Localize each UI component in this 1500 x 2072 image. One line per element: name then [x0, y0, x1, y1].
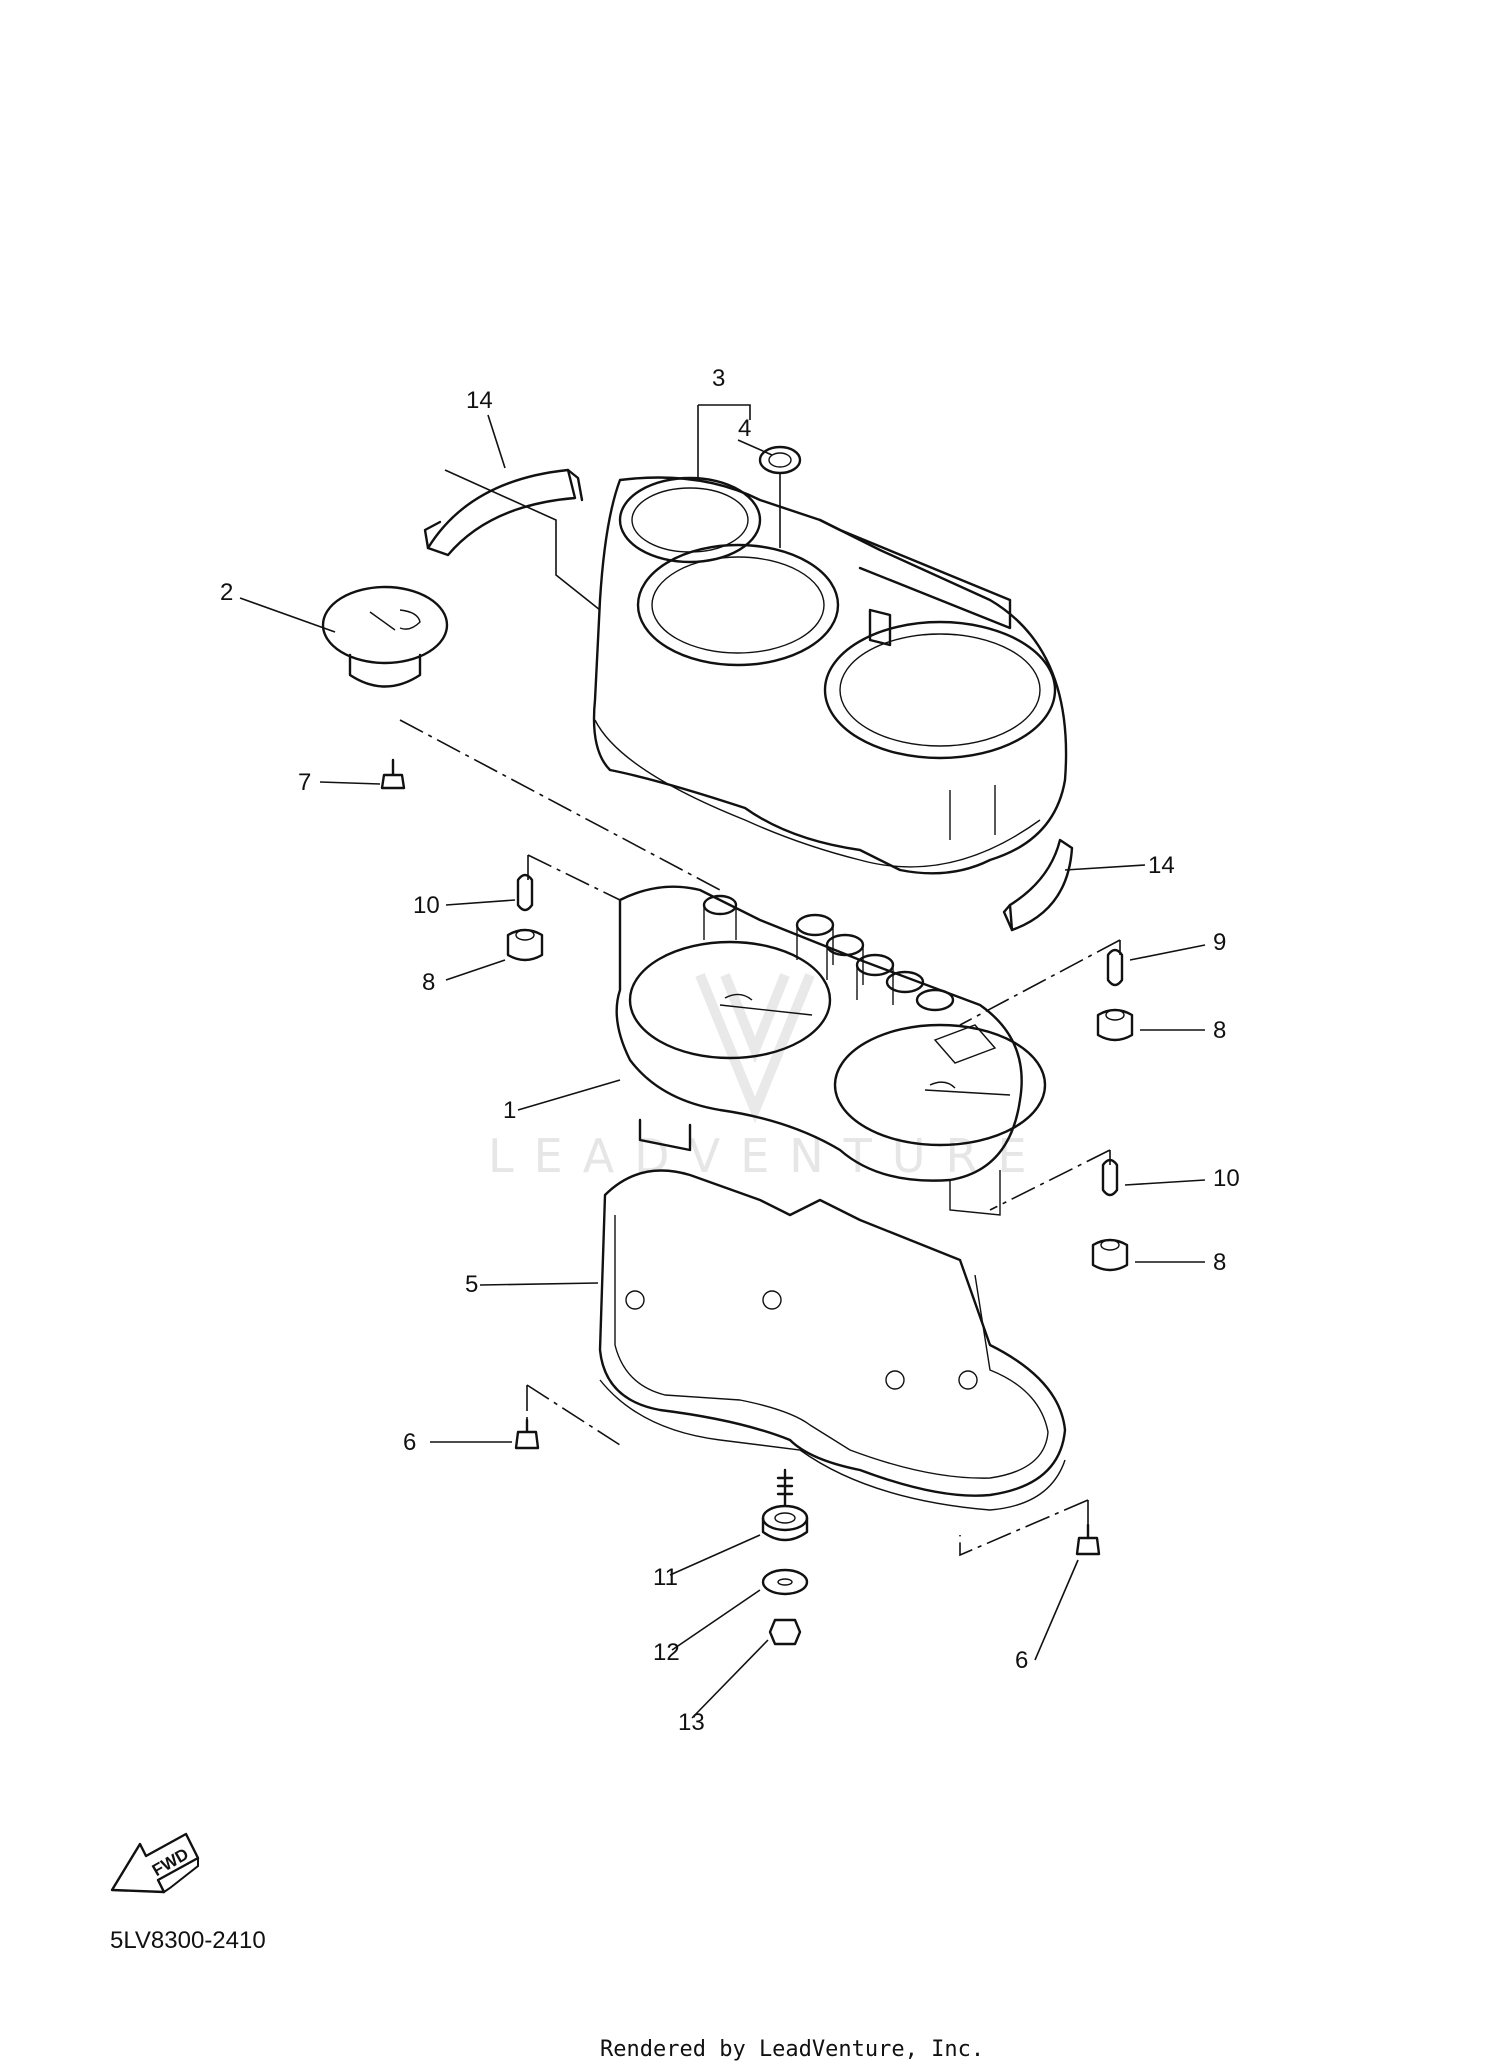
- callout-part-11: 11: [653, 1564, 678, 1591]
- part-6-screw-right: [1075, 1523, 1101, 1556]
- callout-part-10-left: 10: [413, 892, 440, 919]
- part-8-grommet-right-lower: [1091, 1238, 1129, 1272]
- part-14-upper-bracket: [423, 468, 584, 557]
- part-13-nut: [768, 1618, 802, 1646]
- callout-part-9: 9: [1213, 929, 1226, 956]
- part-7-screw: [380, 758, 406, 790]
- part-4-ring: [758, 445, 802, 475]
- callout-part-8-right-upper: 8: [1213, 1017, 1226, 1044]
- part-10-bulb-right: [1101, 1158, 1119, 1197]
- part-2-socket: [321, 585, 449, 688]
- indicator-bulbs: [795, 913, 955, 1012]
- watermark-logo: LEADVENTURE: [488, 973, 1047, 1183]
- part-14-lower-bracket: [1002, 838, 1074, 932]
- callout-part-6-right: 6: [1015, 1647, 1028, 1674]
- callout-part-2: 2: [220, 579, 233, 606]
- callout-part-6-left: 6: [403, 1429, 416, 1456]
- part-9-bulb-right: [1106, 948, 1124, 987]
- callout-part-12: 12: [653, 1639, 680, 1666]
- callout-part-7: 7: [298, 769, 311, 796]
- part-1-meter-assembly: [615, 885, 1047, 1216]
- rendered-by-footer: Rendered by LeadVenture, Inc.: [600, 2037, 984, 2062]
- leader-lines: [239, 414, 1206, 1719]
- part-3-meter-cover: [592, 476, 1068, 875]
- part-5-meter-case: [598, 1169, 1067, 1511]
- callout-part-4: 4: [738, 415, 751, 442]
- callout-labels: 1 2 3 4 5 6 6 7 8 8 8 9 10 10 11 12 13 1…: [220, 365, 1240, 1736]
- callout-part-13: 13: [678, 1709, 705, 1736]
- part-8-grommet-right-upper: [1096, 1008, 1134, 1042]
- callout-part-5: 5: [465, 1271, 478, 1298]
- callout-part-1: 1: [503, 1097, 516, 1124]
- part-8-grommet-left: [506, 928, 544, 962]
- watermark-text: LEADVENTURE: [488, 1129, 1047, 1183]
- callout-part-3: 3: [712, 365, 725, 392]
- part-10-bulb-left: [516, 873, 534, 912]
- part-6-screw-left: [514, 1418, 540, 1450]
- diagram-code: 5LV8300-2410: [110, 1927, 266, 1954]
- callout-part-10-right: 10: [1213, 1165, 1240, 1192]
- fwd-arrow: FWD: [110, 1832, 200, 1894]
- callout-part-8-right-lower: 8: [1213, 1249, 1226, 1276]
- part-12-washer: [761, 1568, 809, 1596]
- callout-part-8-left: 8: [422, 969, 435, 996]
- callout-part-14-upper: 14: [466, 387, 493, 414]
- callout-part-14-lower: 14: [1148, 852, 1175, 879]
- part-11-damper: [761, 1504, 809, 1542]
- assembly-lines: [399, 404, 1121, 1557]
